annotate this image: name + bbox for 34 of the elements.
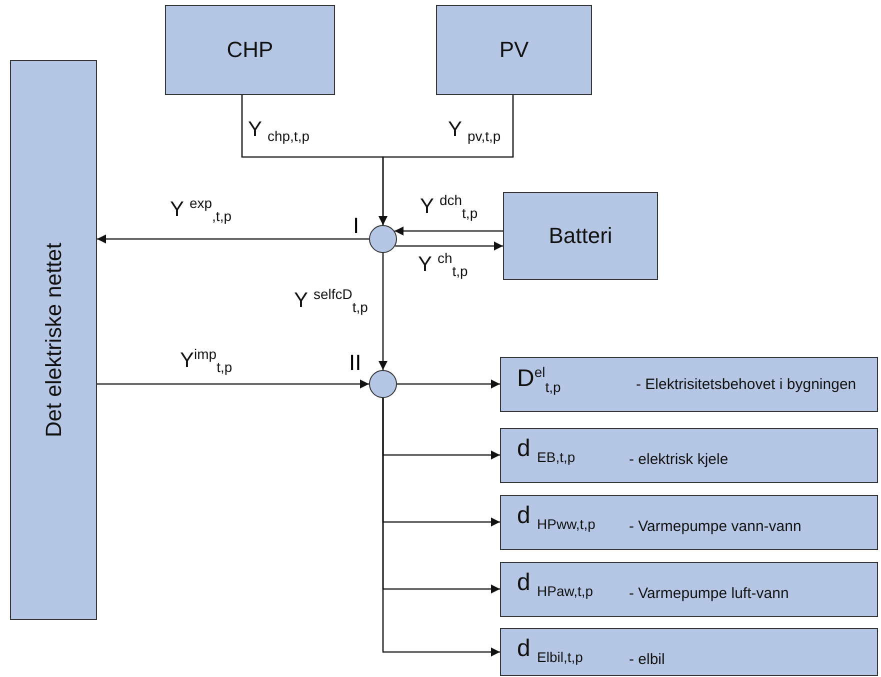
arrow xyxy=(395,242,503,250)
arrow xyxy=(397,380,500,388)
demand-box xyxy=(500,562,878,617)
demand-box xyxy=(500,357,878,412)
junction-label: I xyxy=(353,213,360,239)
description-text: - Varmepumpe vann-vann xyxy=(629,518,802,535)
component-label: Det elektriske nettet xyxy=(40,242,66,438)
demand-box xyxy=(500,428,878,483)
description-text: - elektrisk kjele xyxy=(629,451,728,468)
variable-symbol: d $_{Elbil,t,p}$ xyxy=(517,635,583,665)
component-label: Batteri xyxy=(548,223,612,249)
arrow xyxy=(97,380,369,388)
component-box xyxy=(436,5,592,95)
arrow xyxy=(378,95,514,225)
demand-box xyxy=(500,495,878,550)
junction-circle xyxy=(369,370,397,398)
arrow xyxy=(378,253,388,370)
arrow xyxy=(382,398,500,656)
description-text: - Elektrisitetsbehovet i bygningen xyxy=(636,376,856,393)
arrow xyxy=(394,226,503,236)
demand-box xyxy=(500,628,878,676)
component-label: PV xyxy=(499,37,529,63)
arrow xyxy=(97,234,369,244)
variable-symbol: d $_{HPaw,t,p}$ xyxy=(517,569,594,599)
description-text: - elbil xyxy=(629,651,665,668)
variable-symbol: d $_{EB,t,p}$ xyxy=(517,435,576,465)
junction-circle xyxy=(369,225,397,253)
component-box xyxy=(503,192,658,280)
junction-label: II xyxy=(349,350,362,376)
component-label: CHP xyxy=(226,37,274,63)
variable-symbol: d $_{HPww,t,p}$ xyxy=(517,502,596,532)
component-box xyxy=(165,5,335,95)
component-box xyxy=(10,60,97,620)
description-text: - Varmepumpe luft-vann xyxy=(629,585,789,602)
